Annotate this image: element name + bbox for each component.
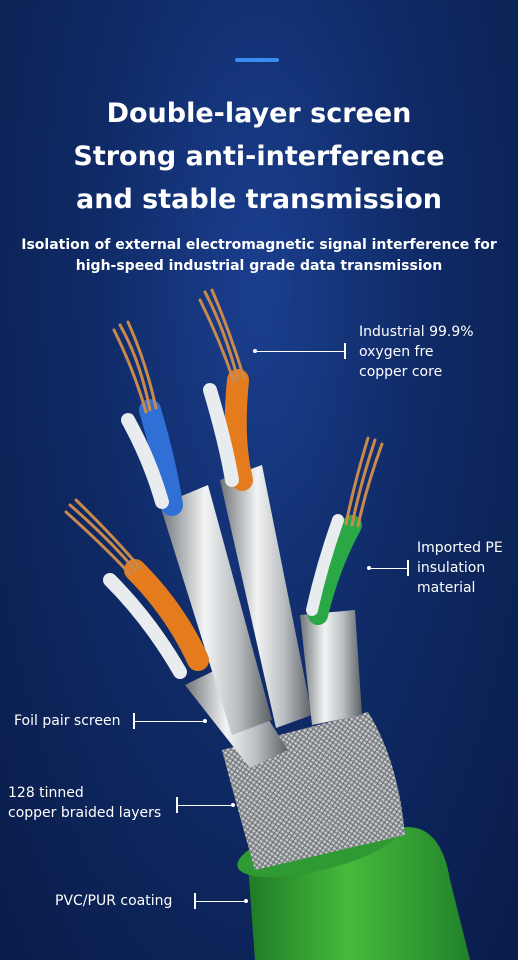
wire-white-green — [306, 514, 344, 616]
wire-white-left — [103, 573, 187, 679]
headline-line-3: and stable transmission — [76, 184, 442, 215]
callout-coating-line-1: PVC/PUR coating — [55, 893, 173, 909]
wire-white-blue — [121, 413, 169, 509]
copper-strands — [64, 288, 384, 576]
wire-green — [308, 515, 362, 625]
callout-core-leader — [257, 351, 344, 352]
wire-orange-center — [224, 369, 253, 491]
headline: Double-layer screen Strong anti-interfer… — [0, 92, 518, 221]
callout-coating-leader — [196, 901, 246, 902]
wire-blue — [139, 399, 183, 516]
callout-braid-line-1: 128 tinned — [8, 785, 84, 801]
pair-shield-center — [220, 465, 312, 728]
pair-shield-right — [300, 610, 362, 725]
callout-insulation-line-1: Imported PE — [417, 540, 503, 556]
callout-insulation-pointer — [367, 566, 371, 570]
callout-foil-line-1: Foil pair screen — [14, 713, 121, 729]
callout-core-line-2: oxygen fre — [359, 344, 434, 360]
callout-foil-tick — [133, 713, 135, 729]
callout-braid: 128 tinned copper braided layers — [8, 783, 161, 823]
headline-line-1: Double-layer screen — [106, 98, 412, 129]
callout-coating-pointer — [244, 899, 248, 903]
callout-core-pointer — [253, 349, 257, 353]
subheadline: Isolation of external electromagnetic si… — [0, 235, 518, 277]
headline-line-2: Strong anti-interference — [73, 141, 445, 172]
callout-foil-leader — [135, 721, 205, 722]
callout-braid-leader — [178, 805, 233, 806]
callout-coating-tick — [194, 893, 196, 909]
callout-insulation: Imported PE insulation material — [417, 538, 503, 598]
wire-white-center — [203, 383, 239, 487]
callout-coating: PVC/PUR coating — [55, 891, 172, 911]
callout-foil-pointer — [203, 719, 207, 723]
pair-shield-center-left — [160, 485, 272, 735]
accent-bar — [235, 58, 279, 62]
callout-core: Industrial 99.9% oxygen fre copper core — [359, 322, 474, 382]
callout-foil: Foil pair screen — [14, 711, 120, 731]
callout-insulation-line-2: insulation — [417, 560, 486, 576]
callout-core-line-1: Industrial 99.9% — [359, 324, 474, 340]
callout-insulation-line-3: material — [417, 580, 476, 596]
cable-illustration — [64, 288, 470, 960]
callout-insulation-leader — [371, 568, 407, 569]
callout-core-line-3: copper core — [359, 364, 443, 380]
callout-core-tick — [344, 343, 346, 359]
subheadline-line-2: high-speed industrial grade data transmi… — [75, 258, 443, 274]
callout-braid-pointer — [231, 803, 235, 807]
wire-orange-left — [124, 559, 209, 671]
callout-braid-tick — [176, 797, 178, 813]
callout-braid-line-2: copper braided layers — [8, 805, 162, 821]
subheadline-line-1: Isolation of external electromagnetic si… — [21, 237, 497, 253]
callout-insulation-tick — [407, 560, 409, 576]
